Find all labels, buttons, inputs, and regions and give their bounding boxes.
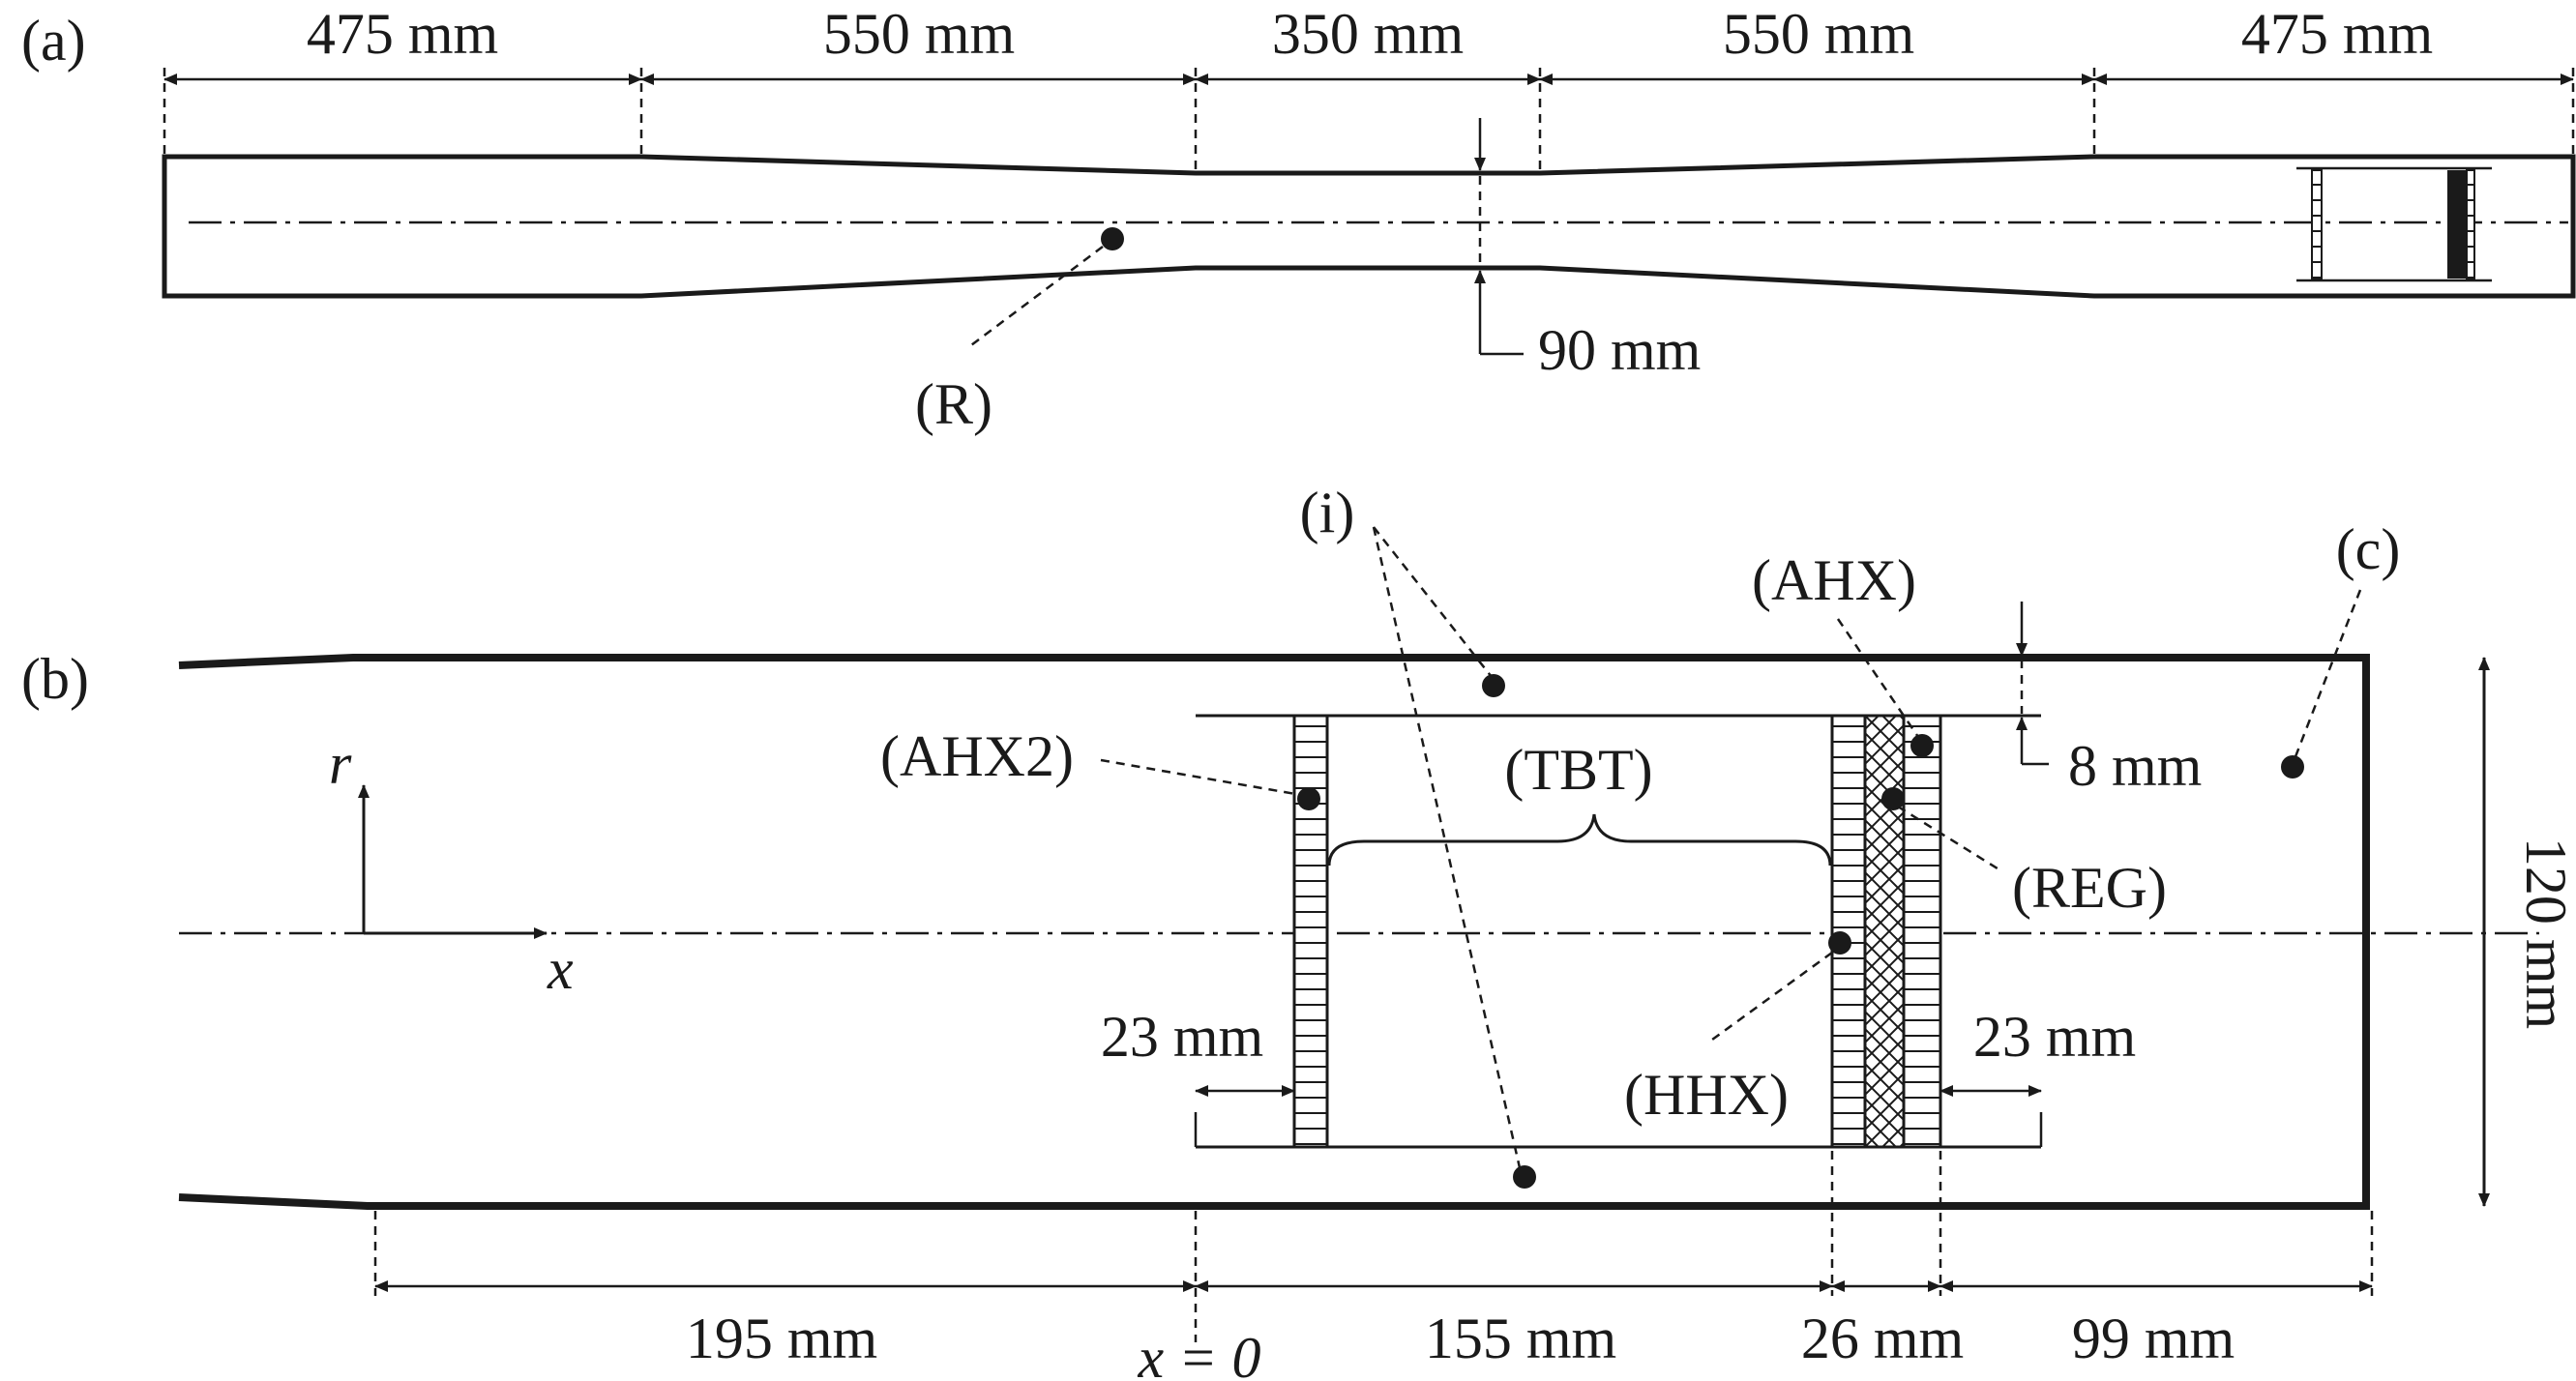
tube-top-wall	[178, 654, 2370, 1210]
panel-b-label: (b)	[21, 647, 89, 711]
diameter-label-b: 120 mm	[2514, 837, 2576, 1029]
bottom-label-1: 195 mm	[686, 1307, 877, 1370]
inlet-leaders	[1372, 526, 1523, 1173]
ahx-point	[1910, 734, 1934, 757]
hhx-label: (HHX)	[1624, 1063, 1789, 1127]
segment-label-3: 350 mm	[1272, 2, 1464, 66]
diameter-label-a: 90 mm	[1538, 318, 1701, 382]
panel-b-extension-lines	[373, 1151, 2374, 1342]
left-offset-label: 23 mm	[1101, 1005, 1263, 1069]
segment-label-5: 475 mm	[2241, 2, 2433, 66]
right-offset-label: 23 mm	[1973, 1005, 2136, 1069]
bottom-label-4: 99 mm	[2072, 1307, 2235, 1370]
regenerator-block	[1863, 714, 1906, 1149]
stack-assembly-a	[2296, 166, 2492, 282]
segment-label-4: 550 mm	[1723, 2, 1914, 66]
hhx-block	[1830, 714, 1867, 1149]
x-axis-label: x	[547, 937, 574, 1001]
tbt-brace	[1327, 813, 1832, 867]
hhx-point	[1828, 931, 1851, 955]
diameter-marker-a	[1474, 118, 1524, 356]
resonator-label: (R)	[915, 372, 992, 436]
resonator-outline	[162, 154, 2576, 299]
origin-label: x = 0	[1137, 1326, 1260, 1381]
segment-label-1: 475 mm	[307, 2, 498, 66]
panel-a: (a) 475 mm 550 mm 350 mm 550 mm 475 mm	[21, 2, 2576, 436]
segment-label-2: 550 mm	[823, 2, 1015, 66]
cavity-label: (c)	[2336, 517, 2401, 581]
inlet-point-top	[1482, 674, 1505, 697]
regenerator-point	[1881, 787, 1905, 810]
tbt-label: (TBT)	[1504, 738, 1652, 802]
ahx2-leader	[1100, 758, 1302, 797]
ahx2-point	[1297, 787, 1320, 810]
bottom-label-3: 26 mm	[1801, 1307, 1964, 1370]
r-axis-label: r	[329, 732, 352, 796]
resonator-point	[1101, 227, 1124, 250]
bottom-label-2: 155 mm	[1425, 1307, 1616, 1370]
regenerator-leader	[1897, 805, 2001, 872]
panel-a-label: (a)	[21, 9, 86, 73]
ahx-label: (AHX)	[1752, 548, 1916, 612]
panel-b: (b) (TBT) r x (i)	[21, 481, 2576, 1381]
regenerator-label: (REG)	[2012, 856, 2167, 920]
resonator-leader	[966, 246, 1104, 349]
inlet-point-bottom	[1513, 1165, 1536, 1189]
gap-marker	[2016, 602, 2049, 766]
inlet-label: (i)	[1300, 481, 1355, 544]
ahx2-block	[1292, 714, 1329, 1149]
gap-label: 8 mm	[2068, 734, 2202, 798]
cavity-leader	[2293, 589, 2362, 760]
ahx2-label: (AHX2)	[880, 724, 1074, 788]
hhx-leader	[1711, 951, 1833, 1042]
ahx-block	[1902, 714, 1942, 1149]
cavity-point	[2281, 755, 2304, 779]
